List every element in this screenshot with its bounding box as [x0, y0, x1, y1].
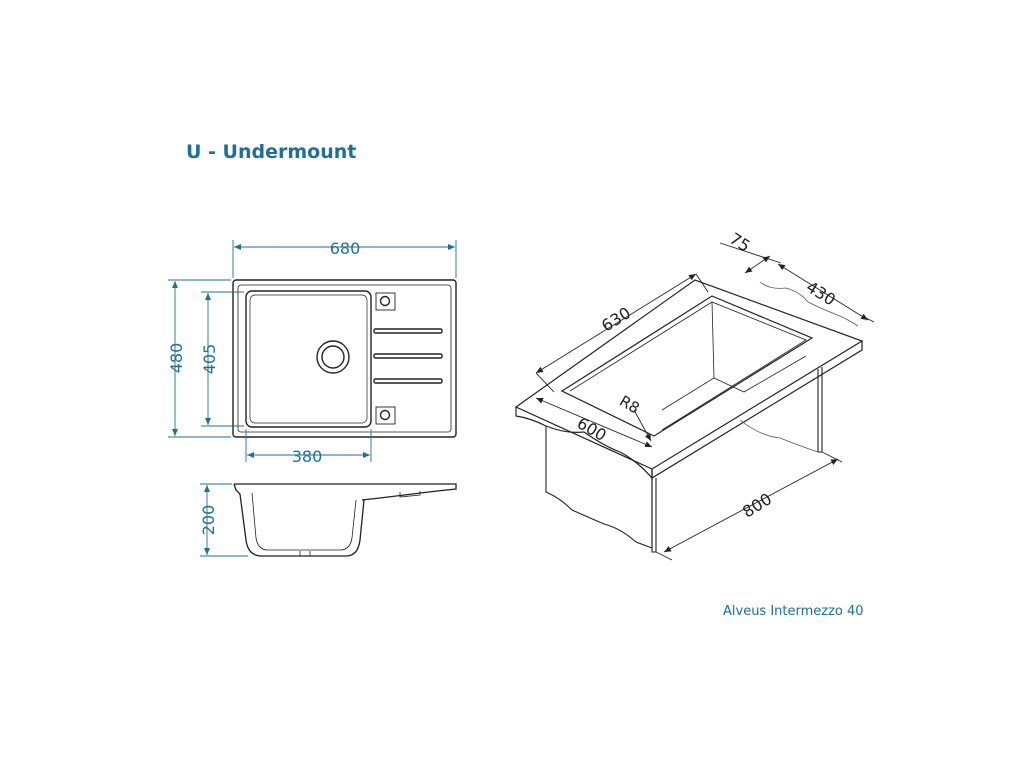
dimension-label-200: 200 — [199, 505, 218, 536]
drain-outer-icon — [316, 340, 350, 374]
drainer-groove — [373, 378, 443, 384]
bowl-inner-edge — [249, 294, 368, 424]
sink-side-view — [233, 483, 457, 557]
top-view-dimensions — [168, 240, 457, 557]
side-drainer-step — [399, 491, 421, 498]
bowl-interior-back — [711, 301, 807, 393]
cabinet-front-panel — [651, 478, 657, 553]
dimension-label-430: 430 — [803, 277, 839, 309]
product-caption: Alveus Intermezzo 40 — [723, 604, 864, 619]
page-title: U - Undermount — [186, 141, 357, 163]
drainer-groove — [373, 353, 443, 359]
iso-dimensions — [535, 242, 875, 561]
cabinet-right-panel — [817, 367, 823, 453]
countertop-right-edge — [651, 341, 863, 480]
dimension-label-380: 380 — [292, 447, 323, 466]
tap-hole-top-box — [375, 292, 396, 311]
sink-top-view — [232, 279, 457, 438]
cabinet-break-line — [739, 419, 819, 453]
tap-hole-bottom-box — [375, 406, 396, 425]
dimension-label-480: 480 — [167, 343, 186, 374]
side-top-surface — [234, 483, 457, 501]
tap-hole-top-icon — [379, 295, 391, 307]
bowl-outline — [245, 290, 372, 428]
bowl-interior-floor — [661, 377, 715, 411]
cabinet-left-side — [545, 426, 653, 549]
sink-outline — [232, 279, 457, 438]
dimension-label-800: 800 — [739, 489, 775, 521]
drain-inner-icon — [321, 345, 345, 369]
dimension-label-75: 75 — [726, 229, 753, 256]
tap-hole-bottom-icon — [379, 409, 391, 421]
sink-inner-rim — [237, 284, 452, 433]
side-bowl-profile — [233, 483, 365, 557]
side-bowl-inner — [251, 492, 357, 551]
drainer-groove — [373, 328, 443, 334]
dimension-label-680: 680 — [330, 239, 361, 258]
dimension-label-405: 405 — [200, 344, 219, 375]
sink-isometric-view — [514, 279, 864, 553]
